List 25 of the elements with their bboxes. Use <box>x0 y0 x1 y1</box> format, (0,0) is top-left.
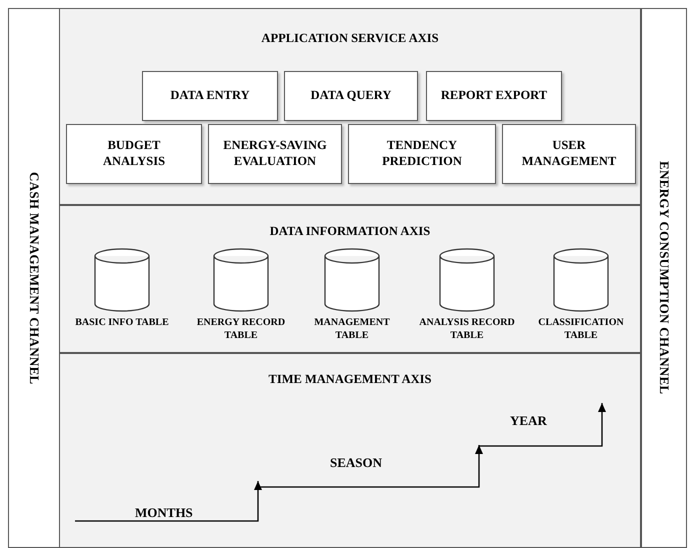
channel-title: CASH MANAGEMENT CHANNEL <box>26 172 42 384</box>
channel-title: ENERGY CONSUMPTION CHANNEL <box>656 161 672 395</box>
time-label: MONTHS <box>135 505 193 521</box>
module-box: DATA QUERY <box>284 71 418 121</box>
module-box: BUDGET ANALYSIS <box>66 124 202 184</box>
channel-band <box>641 8 687 548</box>
table-label: BASIC INFO TABLE <box>74 316 170 329</box>
layer-title: TIME MANAGEMENT AXIS <box>268 372 432 387</box>
layer-title: APPLICATION SERVICE AXIS <box>260 31 440 46</box>
module-box: ENERGY-SAVING EVALUATION <box>208 124 342 184</box>
module-box: USER MANAGEMENT <box>502 124 636 184</box>
layer-band <box>59 205 641 353</box>
time-label: YEAR <box>510 413 547 429</box>
table-label: CLASSIFICATION TABLE <box>537 316 625 342</box>
module-box: REPORT EXPORT <box>426 71 562 121</box>
layer-title: DATA INFORMATION AXIS <box>268 224 432 239</box>
table-label: ANALYSIS RECORD TABLE <box>418 316 516 342</box>
module-box: TENDENCY PREDICTION <box>348 124 496 184</box>
layer-band <box>59 353 641 548</box>
layer-band <box>59 8 641 205</box>
table-label: MANAGEMENT TABLE <box>313 316 391 342</box>
module-box: DATA ENTRY <box>142 71 278 121</box>
time-label: SEASON <box>330 455 382 471</box>
table-label: ENERGY RECORD TABLE <box>196 316 286 342</box>
channel-band <box>8 8 60 548</box>
